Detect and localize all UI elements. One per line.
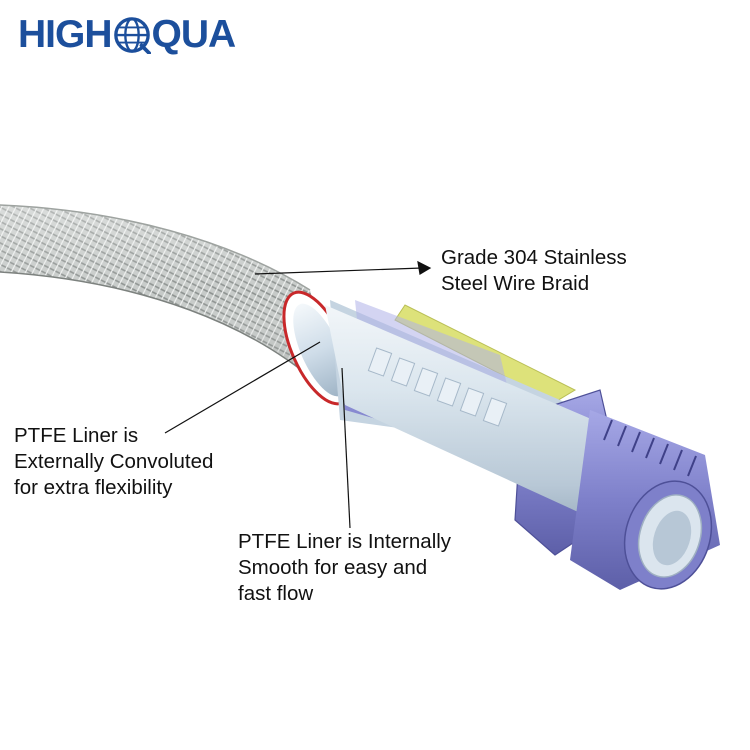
braid-arrowhead xyxy=(417,260,432,275)
braid-callout-line-1: Grade 304 Stainless xyxy=(441,246,627,269)
external-leader xyxy=(164,341,321,434)
external-callout-line-3: for extra flexibility xyxy=(14,476,173,499)
brand-logo: HIGH QUA xyxy=(18,12,237,58)
internal-callout-line-1: PTFE Liner is Internally xyxy=(238,530,452,553)
internal-leader xyxy=(341,367,351,529)
internal-callout-line-3: fast flow xyxy=(238,582,314,605)
globe-icon xyxy=(113,17,151,54)
braid-callout-line-2: Steel Wire Braid xyxy=(441,272,590,295)
inner-tube xyxy=(325,305,650,545)
logo-text-right: QUA xyxy=(151,13,237,56)
internal-liner-callout: PTFE Liner is Internally Smooth for easy… xyxy=(238,529,451,607)
braid-callout: Grade 304 Stainless Steel Wire Braid xyxy=(441,245,627,297)
external-liner-callout: PTFE Liner is Externally Convoluted for … xyxy=(14,423,213,501)
logo-text-left: HIGH xyxy=(18,13,112,56)
threaded-end xyxy=(570,410,720,590)
external-callout-line-2: Externally Convoluted xyxy=(14,450,214,473)
braid-leader xyxy=(254,267,423,275)
leader-lines xyxy=(164,260,432,529)
external-callout-line-1: PTFE Liner is xyxy=(14,424,139,447)
internal-callout-line-2: Smooth for easy and xyxy=(238,556,428,579)
